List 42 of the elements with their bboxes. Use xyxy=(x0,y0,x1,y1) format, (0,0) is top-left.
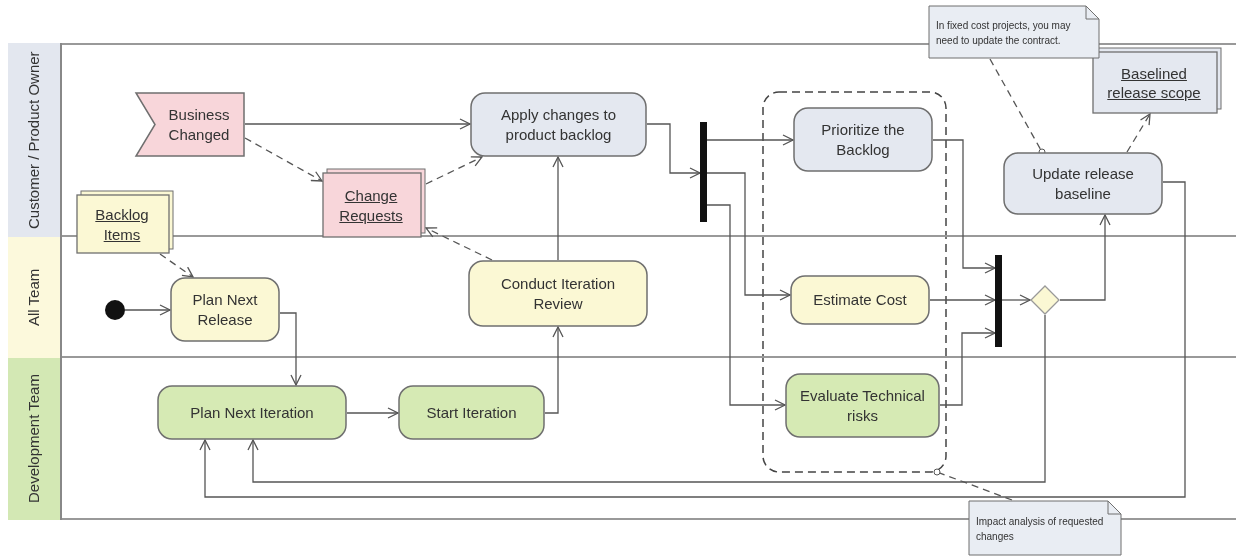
arrow xyxy=(544,326,564,414)
arrow xyxy=(279,312,302,386)
arrow xyxy=(706,172,791,301)
dashed-arrow xyxy=(425,227,493,261)
arrow xyxy=(932,139,996,274)
lane-label: Development Team xyxy=(25,373,43,506)
arrow xyxy=(646,123,701,179)
arrow xyxy=(1059,214,1111,301)
leader-line xyxy=(933,468,1013,501)
arrow xyxy=(939,327,996,406)
action-box: Plan Next Release xyxy=(170,277,280,342)
dashed-arrow xyxy=(425,156,483,185)
note: Impact analysis of requested changes xyxy=(968,500,1122,556)
arrow xyxy=(247,314,1046,483)
sync-bar xyxy=(995,255,1002,347)
lane-label: Customer / Product Owner xyxy=(25,50,43,231)
action-box: Estimate Cost xyxy=(790,275,930,325)
dashed-arrow xyxy=(159,253,194,278)
dashed-arrow xyxy=(244,137,323,182)
action-box: Conduct Iteration Review xyxy=(468,260,648,327)
note: In fixed cost projects, you may need to update the contract. xyxy=(928,5,1100,59)
decision-diamond xyxy=(1030,285,1060,315)
arrow xyxy=(244,118,471,130)
action-box: Update release baseline xyxy=(1003,152,1163,215)
arrow xyxy=(706,204,786,411)
arrow xyxy=(346,407,399,419)
arrow xyxy=(124,304,171,316)
arrow xyxy=(706,134,794,146)
action-box: Plan Next Iteration xyxy=(157,385,347,440)
arrow xyxy=(929,294,996,306)
arrow xyxy=(1001,294,1031,306)
arrow xyxy=(199,181,1186,498)
start-node xyxy=(105,300,125,320)
dashed-arrow xyxy=(1126,113,1151,153)
arrow xyxy=(552,156,564,261)
action-box: Evaluate Technical risks xyxy=(785,373,940,438)
lane-label: All Team xyxy=(25,267,43,329)
event-flag: Business Changed xyxy=(135,92,245,157)
action-box: Start Iteration xyxy=(398,385,545,440)
action-box: Apply changes to product backlog xyxy=(470,92,647,157)
sync-bar xyxy=(700,122,707,222)
action-box: Prioritize the Backlog xyxy=(793,107,933,172)
